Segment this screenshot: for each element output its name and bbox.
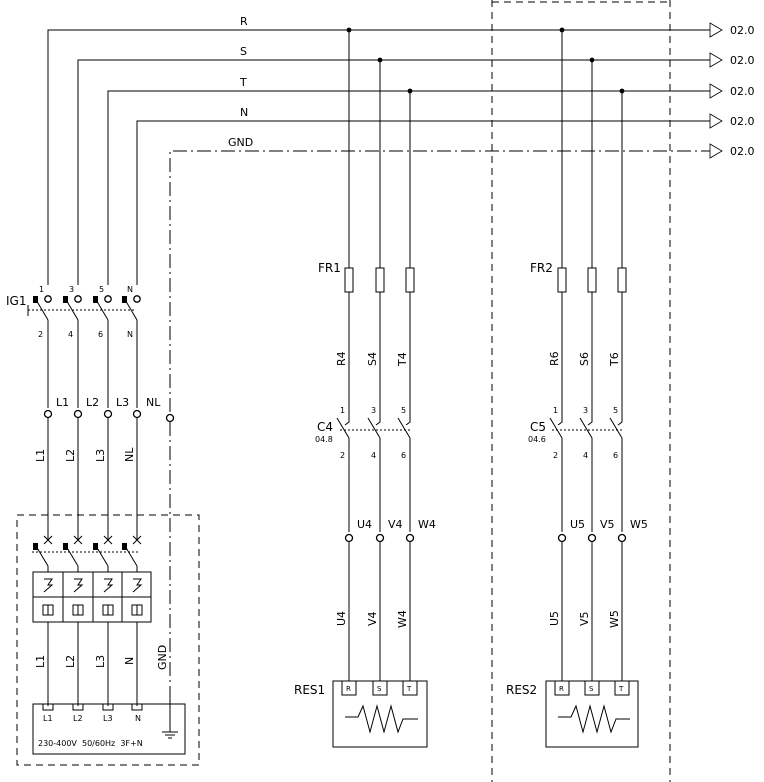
- supply-gnd-label: GND: [156, 645, 169, 670]
- terminal-label-l2: L2: [86, 396, 99, 409]
- circuit-1-contactor-top-3: 3: [371, 406, 376, 415]
- main-switch-ig1: [27, 295, 141, 408]
- supply-wire-label-l1: L1: [34, 655, 47, 668]
- circuit-1-terminal-v: V4: [388, 518, 403, 531]
- circuit-2-terminal-v: V5: [600, 518, 615, 531]
- circuit-1-load-terminal-s: S: [377, 685, 382, 693]
- circuit-2-wire-bottom-v: V5: [578, 611, 591, 626]
- circuit-1-load-tag: RES1: [294, 683, 325, 697]
- resistor-icon: [558, 704, 630, 734]
- circuit-1-contactor-bottom-6: 6: [401, 451, 406, 460]
- circuit-2-contactor-tag: C5: [530, 420, 546, 434]
- ig1-bottom-terminal-6: 6: [98, 330, 103, 339]
- distribution-terminals: [43, 409, 175, 540]
- circuit-1-load-terminal-r: R: [346, 685, 351, 693]
- ig1-bottom-terminal-n: N: [127, 330, 133, 339]
- supply-terminal-l1: L1: [43, 714, 53, 723]
- circuit-2-terminal-u: U5: [570, 518, 585, 531]
- bus-gnd-label: GND: [228, 136, 253, 149]
- bus-t-ref: 02.0: [730, 85, 755, 98]
- supply-box: [16, 514, 200, 766]
- bus-gnd-ref: 02.0: [730, 145, 755, 158]
- bus-n-label: N: [240, 106, 248, 119]
- circuit-1-terminal-w: W4: [418, 518, 436, 531]
- circuit-2-wire-top-s: S6: [578, 352, 591, 366]
- circuit-2-contactor-top-1: 1: [553, 406, 558, 415]
- bus-n-ref: 02.0: [730, 115, 755, 128]
- bus-r-label: R: [240, 15, 248, 28]
- circuit-1-wire-top-t: T4: [396, 352, 409, 367]
- circuit-2-load-terminal-r: R: [559, 685, 564, 693]
- wire-label-l2: L2: [64, 449, 77, 462]
- supply-wire-label-l3: L3: [94, 655, 107, 668]
- circuit-1-wire-bottom-w: W4: [396, 610, 409, 628]
- circuit-2-terminal-w: W5: [630, 518, 648, 531]
- bus-s-label: S: [240, 45, 247, 58]
- circuit-2-frame: [491, 0, 671, 782]
- circuit-1-wire-bottom-v: V4: [366, 611, 379, 626]
- bus-s-ref: 02.0: [730, 54, 755, 67]
- circuit-1-wire-bottom-u: U4: [335, 611, 348, 626]
- circuit-2-contactor-bottom-6: 6: [613, 451, 618, 460]
- ig1-top-terminal-1: 1: [39, 285, 44, 294]
- wire-label-l3: L3: [94, 449, 107, 462]
- circuit-2-contactor-bottom-2: 2: [553, 451, 558, 460]
- terminal-label-nl: NL: [146, 396, 161, 409]
- ig1-top-terminal-n: N: [127, 285, 133, 294]
- terminal-label-l3: L3: [116, 396, 129, 409]
- circuit-2-wire-top-r: R6: [548, 351, 561, 366]
- circuit-2-load-terminal-t: T: [618, 685, 624, 693]
- circuit-1-contactor-tag: C4: [317, 420, 333, 434]
- wire-label-l1: L1: [34, 449, 47, 462]
- circuit-2-contactor-top-5: 5: [613, 406, 618, 415]
- circuit-1-contactor-top-1: 1: [340, 406, 345, 415]
- bus-lines: [47, 22, 723, 700]
- circuit-2-load-terminal-s: S: [589, 685, 594, 693]
- ig1-top-terminal-3: 3: [69, 285, 74, 294]
- supply-terminal-n: N: [135, 714, 141, 723]
- circuit-2-wire-bottom-w: W5: [608, 610, 621, 628]
- circuit-2-load-tag: RES2: [506, 683, 537, 697]
- supply-wire-label-n: N: [123, 657, 136, 665]
- circuit-2-contactor-bottom-4: 4: [583, 451, 588, 460]
- circuit-1-wire-top-s: S4: [366, 352, 379, 366]
- circuit-1-terminal-u: U4: [357, 518, 372, 531]
- circuit-1-contactor-bottom-4: 4: [371, 451, 376, 460]
- bus-r-ref: 02.0: [730, 24, 755, 37]
- circuit-1-load-terminal-t: T: [406, 685, 412, 693]
- ground-icon: [162, 700, 178, 739]
- supply-terminal-l3: L3: [103, 714, 113, 723]
- terminal-label-l1: L1: [56, 396, 69, 409]
- circuit-2: [545, 30, 639, 748]
- circuit-1: [332, 30, 428, 748]
- circuit-2-contactor-ref: 04.6: [528, 435, 546, 444]
- supply-wire-label-l2: L2: [64, 655, 77, 668]
- circuit-2-fuse-tag: FR2: [530, 261, 553, 275]
- wire-label-nl: NL: [123, 447, 136, 462]
- protection-block: [32, 566, 152, 623]
- circuit-2-contactor-top-3: 3: [583, 406, 588, 415]
- ig1-bottom-terminal-4: 4: [68, 330, 73, 339]
- resistor-icon: [345, 704, 418, 734]
- circuit-1-contactor-top-5: 5: [401, 406, 406, 415]
- circuit-1-contactor-bottom-2: 2: [340, 451, 345, 460]
- ig1-top-terminal-5: 5: [99, 285, 104, 294]
- bus-t-label: T: [239, 76, 247, 89]
- circuit-1-wire-top-r: R4: [335, 351, 348, 366]
- ig1-bottom-terminal-2: 2: [38, 330, 43, 339]
- circuit-2-wire-bottom-u: U5: [548, 611, 561, 626]
- circuit-1-fuse-tag: FR1: [318, 261, 341, 275]
- circuit-1-contactor-ref: 04.8: [315, 435, 333, 444]
- supply-rating: 230-400V 50/60Hz 3F+N: [38, 739, 143, 748]
- circuit-2-wire-top-t: T6: [608, 352, 621, 367]
- supply-terminal-l2: L2: [73, 714, 83, 723]
- main-switch-tag: IG1: [6, 294, 26, 308]
- breaker-contacts: [32, 535, 142, 567]
